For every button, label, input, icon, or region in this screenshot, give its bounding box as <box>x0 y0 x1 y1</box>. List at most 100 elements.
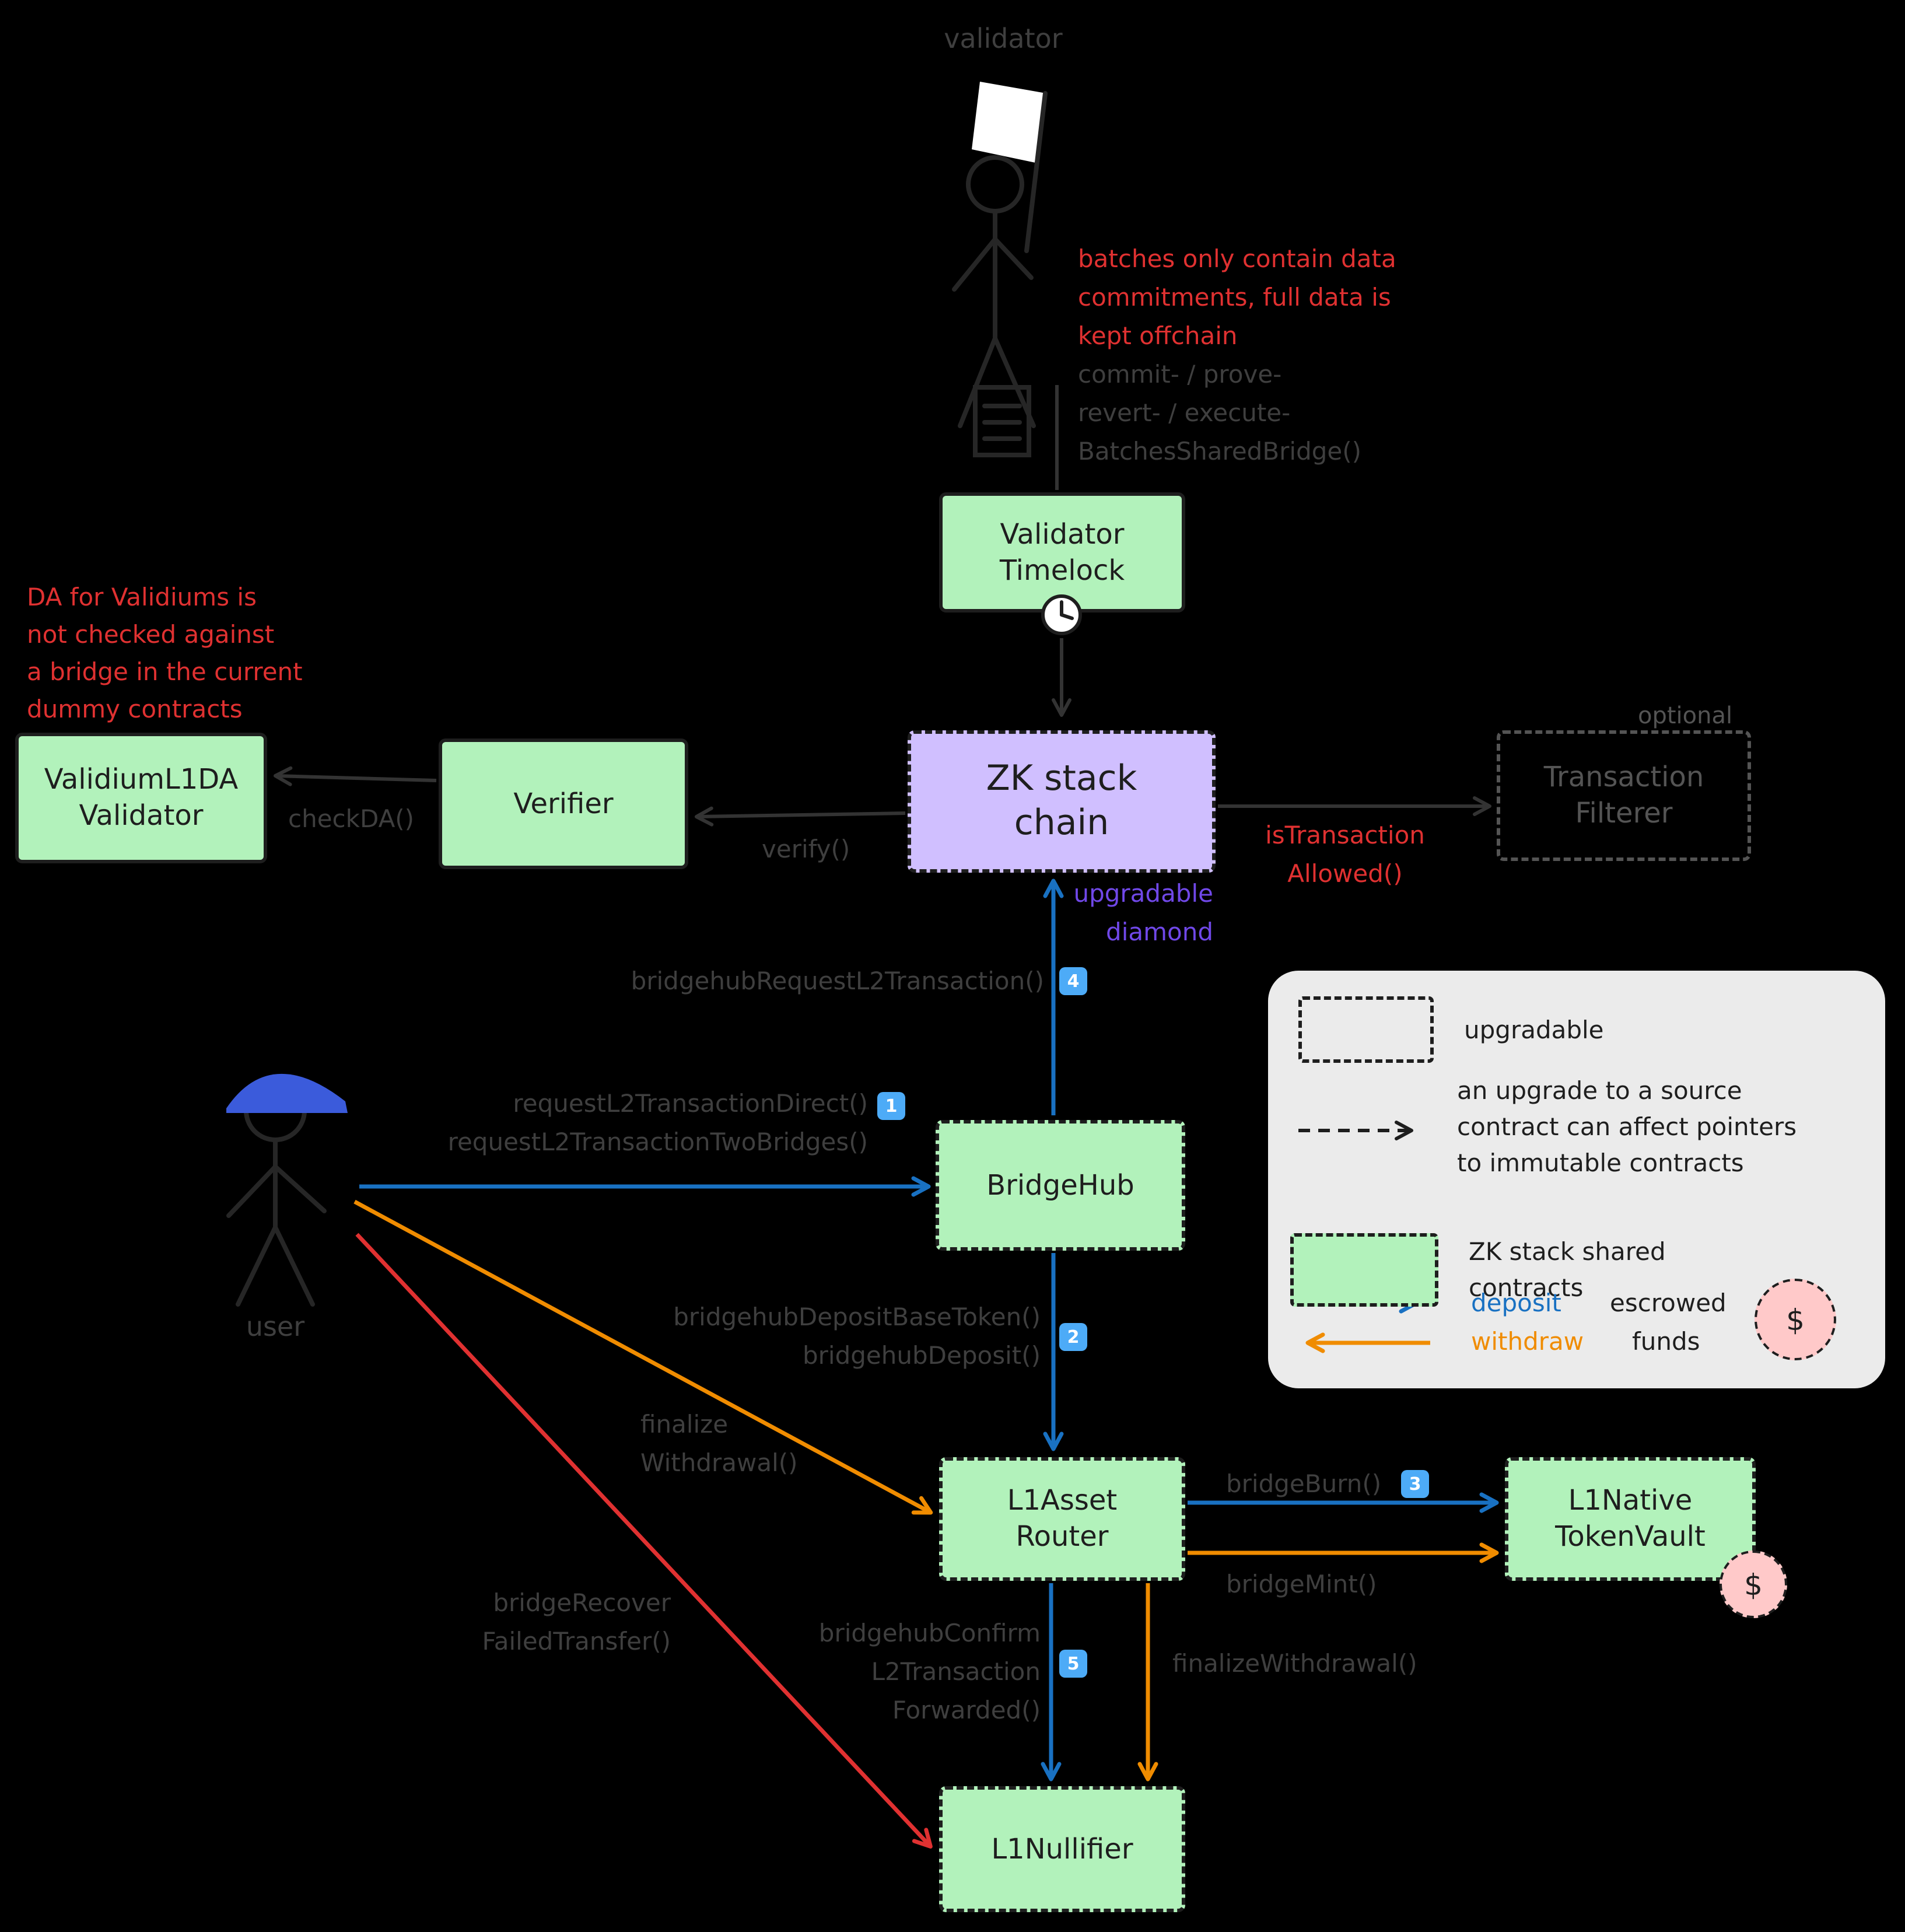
node-label: ValidiumL1DA <box>44 763 239 796</box>
note-line: dummy contracts <box>27 695 243 723</box>
batches-note: batches only contain data commitments, f… <box>1078 240 1396 356</box>
node-label: Router <box>1015 1520 1109 1553</box>
legend-escrowed-label: escrowed <box>1610 1289 1727 1317</box>
node-bridgehub: BridgeHub <box>936 1120 1185 1251</box>
note-line: kept offchain <box>1078 322 1238 350</box>
validator-figure <box>952 82 1048 457</box>
note-line: batches only contain data <box>1078 245 1396 273</box>
shared-contracts-swatch-icon <box>1290 1233 1438 1307</box>
legend-panel: upgradable an upgrade to a source contra… <box>1268 971 1885 1388</box>
node-label: Timelock <box>999 554 1125 586</box>
node-label: TokenVault <box>1555 1520 1706 1553</box>
step-badge-5: 5 <box>1059 1650 1087 1678</box>
flag-icon <box>972 82 1046 163</box>
clock-icon <box>1041 594 1082 635</box>
edge-label-line: L2Transaction <box>871 1658 1041 1686</box>
edge-label-bridge-recover: bridgeRecover FailedTransfer() <box>482 1584 671 1661</box>
edge-label-line: Withdrawal() <box>640 1449 798 1477</box>
node-label: L1Asset <box>1007 1484 1118 1517</box>
node-label: Validator <box>79 799 204 832</box>
edge-label-line: bridgeRecover <box>493 1589 671 1617</box>
edge-label-request-two-bridges: requestL2TransactionTwoBridges() <box>447 1128 868 1156</box>
node-label: L1Native <box>1568 1484 1693 1517</box>
edge-label-line: revert- / execute- <box>1078 399 1291 427</box>
edge-label-bridgehub-request: bridgehubRequestL2Transaction() <box>631 967 1044 995</box>
node-label: chain <box>1014 803 1109 844</box>
legend-withdraw-label: withdraw <box>1471 1328 1584 1356</box>
edge-label-line: FailedTransfer() <box>482 1628 671 1656</box>
edge-label-line: commit- / prove- <box>1078 360 1282 388</box>
validator-label: validator <box>944 24 1063 55</box>
node-validator-timelock: Validator Timelock <box>939 492 1185 612</box>
cap-icon <box>226 1073 348 1113</box>
edge-label-bridgehub-confirm: bridgehubConfirm L2Transaction Forwarded… <box>819 1615 1041 1730</box>
note-line: diamond <box>1106 918 1213 946</box>
step-badge-2: 2 <box>1059 1323 1087 1351</box>
upgradable-swatch-icon <box>1298 996 1434 1063</box>
node-verifier: Verifier <box>439 738 688 869</box>
batch-functions-label: commit- / prove- revert- / execute- Batc… <box>1078 356 1361 471</box>
node-label: Verifier <box>513 787 614 820</box>
escrow-dollar-vault: $ <box>1720 1550 1787 1618</box>
edge-verifier-to-validium <box>274 766 437 786</box>
edge-label-line: isTransaction <box>1265 821 1425 849</box>
step-badge-4: 4 <box>1059 967 1087 995</box>
edge-label-line: Allowed() <box>1287 860 1403 888</box>
legend-upgradable-label: upgradable <box>1464 1016 1604 1044</box>
node-validium-l1da-validator: ValidiumL1DA Validator <box>15 733 267 863</box>
edge-user-to-assetrouter <box>353 1199 933 1515</box>
note-line: commitments, full data is <box>1078 284 1391 312</box>
edge-label-finalize-withdrawal: finalizeWithdrawal() <box>1172 1650 1417 1678</box>
legend-note-line: contract can affect pointers <box>1457 1113 1797 1141</box>
edge-label-bridgehub-deposit: bridgehubDeposit() <box>803 1342 1041 1370</box>
node-label: L1Nullifier <box>991 1832 1133 1866</box>
edge-user-to-nullifier <box>355 1233 933 1849</box>
step-badge-1: 1 <box>877 1092 905 1120</box>
node-label: Transaction <box>1543 761 1704 794</box>
edge-label-checkda: checkDA() <box>288 805 415 833</box>
upgradable-diamond-note: upgradable diamond <box>1073 875 1213 952</box>
note-line: a bridge in the current <box>27 658 303 686</box>
legend-note-line: to immutable contracts <box>1457 1149 1744 1177</box>
edge-label-finalize-withdrawal-user: finalize Withdrawal() <box>640 1406 798 1483</box>
edge-label-line: bridgehubConfirm <box>818 1619 1041 1647</box>
node-l1-native-token-vault: L1Native TokenVault <box>1505 1457 1756 1581</box>
node-label: BridgeHub <box>986 1168 1134 1202</box>
optional-tag: optional <box>1638 701 1733 729</box>
node-transaction-filterer: Transaction Filterer <box>1497 730 1751 861</box>
legend-deposit-label: deposit <box>1471 1289 1561 1317</box>
edge-label-bridge-burn: bridgeBurn() <box>1226 1470 1382 1498</box>
legend-shared-label: ZK stack shared contracts <box>1469 1234 1666 1307</box>
node-l1-nullifier: L1Nullifier <box>939 1786 1185 1912</box>
legend-note-line: contracts <box>1469 1274 1584 1302</box>
legend-upgrade-note: an upgrade to a source contract can affe… <box>1457 1073 1797 1182</box>
da-note: DA for Validiums is not checked against … <box>27 579 303 728</box>
node-label: Validator <box>1000 517 1125 551</box>
step-badge-3: 3 <box>1401 1470 1429 1498</box>
legend-note-line: ZK stack shared <box>1469 1238 1666 1266</box>
node-zk-stack-chain: ZK stack chain <box>908 730 1216 873</box>
note-line: upgradable <box>1073 880 1213 908</box>
legend-escrowed-label: funds <box>1632 1328 1700 1356</box>
edge-label-request-direct: requestL2TransactionDirect() <box>513 1090 868 1118</box>
dollar-sign: $ <box>1786 1303 1805 1336</box>
edge-label-verify: verify() <box>762 835 850 863</box>
note-line: DA for Validiums is <box>27 583 257 611</box>
node-l1-asset-router: L1Asset Router <box>939 1457 1185 1581</box>
user-figure <box>226 1073 348 1307</box>
edge-label-is-transaction-allowed: isTransaction Allowed() <box>1246 817 1444 894</box>
edge-label-line: Forwarded() <box>892 1696 1041 1724</box>
legend-escrow-dollar-icon: $ <box>1755 1279 1836 1360</box>
node-label: ZK stack <box>986 758 1137 799</box>
edge-label-bridge-mint: bridgeMint() <box>1226 1570 1377 1598</box>
edge-label-deposit-base-token: bridgehubDepositBaseToken() <box>673 1303 1041 1331</box>
edge-label-line: finalize <box>640 1410 729 1438</box>
legend-note-line: an upgrade to a source <box>1457 1077 1742 1105</box>
node-label: Filterer <box>1575 797 1673 830</box>
edge-label-line: BatchesSharedBridge() <box>1078 438 1361 466</box>
dollar-sign: $ <box>1744 1567 1763 1601</box>
edge-zkchain-to-verifier <box>695 806 906 827</box>
user-label: user <box>246 1312 305 1343</box>
